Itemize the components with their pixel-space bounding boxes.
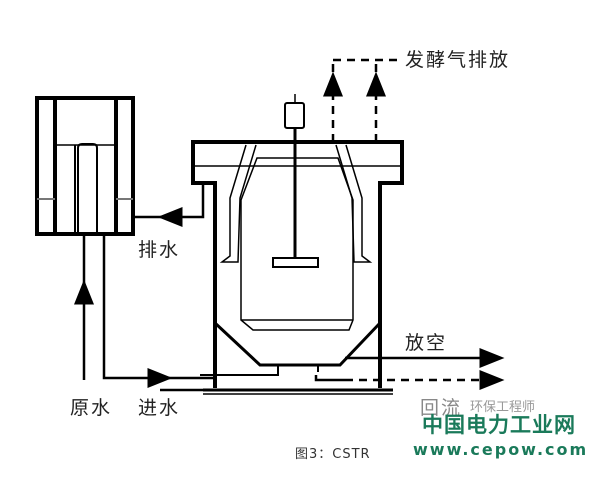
label-reflux: 回流 [420,397,463,419]
label-raw-water: 原水 [70,397,113,419]
label-drain: 排水 [138,239,181,261]
label-gas-exhaust: 发酵气排放 [405,49,511,71]
logo-name: 中国电力工业网 [422,413,576,437]
logo-url: www.cepow.com [413,440,589,459]
watermark: 环保工程师 [470,400,536,415]
reactor [191,140,404,395]
label-inlet: 进水 [138,397,181,419]
agitator [272,94,319,268]
feed-tank [35,96,135,236]
gas-exhaust-lines [331,58,398,142]
label-vent: 放空 [405,332,448,354]
pipes [74,183,505,392]
figure-caption: 图3：CSTR [295,447,371,462]
